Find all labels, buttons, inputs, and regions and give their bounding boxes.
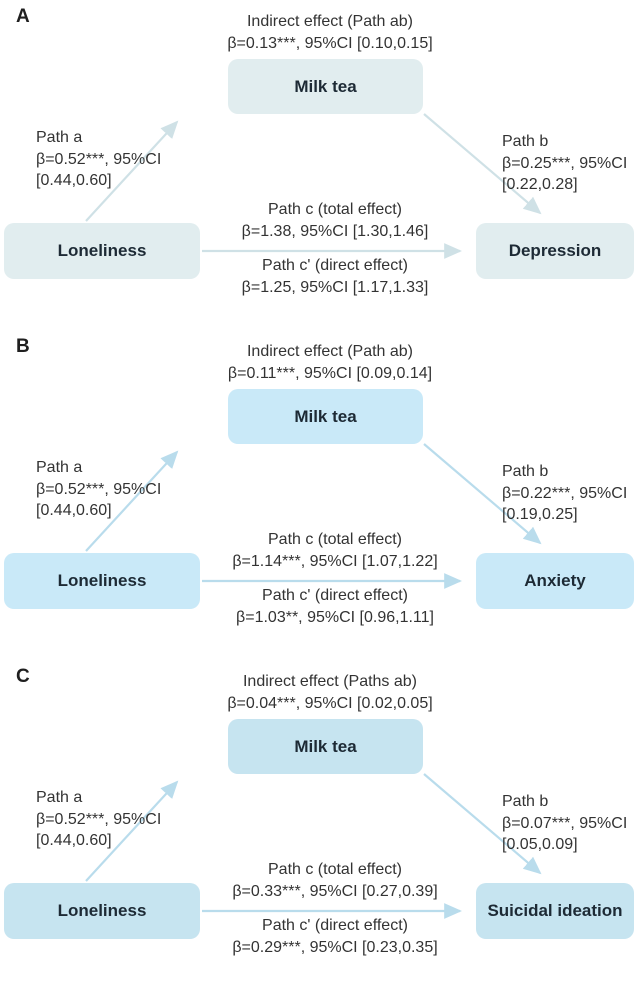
path-b-stat: β=0.22***, 95%CI: [502, 484, 628, 502]
path-b-annotation: Path b β=0.07***, 95%CI [0.05,0.09]: [502, 791, 627, 856]
mediation-panel-b: B Indirect effect (Path ab) β=0.11***, 9…: [0, 330, 640, 660]
path-a-name: Path a: [36, 459, 83, 476]
path-c-prime-title: Path c' (direct effect): [262, 917, 408, 934]
path-b-ci: [0.05,0.09]: [502, 836, 578, 853]
path-c-title: Path c (total effect): [268, 201, 402, 218]
path-b-stat: β=0.25***, 95%CI: [502, 154, 628, 172]
path-a-stat: β=0.52***, 95%CI: [36, 150, 162, 168]
path-b-name: Path b: [502, 793, 549, 810]
path-b-annotation: Path b β=0.22***, 95%CI [0.19,0.25]: [502, 461, 627, 526]
indirect-effect-stat: β=0.11***, 95%CI [0.09,0.14]: [227, 365, 433, 382]
path-c-stat: β=1.38, 95%CI [1.30,1.46]: [241, 223, 429, 240]
panel-letter: B: [16, 336, 31, 357]
predictor-box-loneliness: Loneliness: [4, 223, 200, 279]
outcome-box-depression: Depression: [476, 223, 634, 279]
mediator-box-milk-tea: Milk tea: [228, 59, 423, 114]
indirect-effect-caption: Indirect effect (Path ab) β=0.13***, 95%…: [20, 11, 640, 55]
path-c-title: Path c (total effect): [268, 861, 402, 878]
indirect-effect-title: Indirect effect (Path ab): [246, 13, 413, 30]
path-c-prime-title: Path c' (direct effect): [262, 587, 408, 604]
indirect-effect-stat: β=0.13***, 95%CI [0.10,0.15]: [227, 35, 433, 52]
path-a-ci: [0.44,0.60]: [36, 832, 112, 849]
path-b-name: Path b: [502, 463, 549, 480]
path-a-annotation: Path a β=0.52***, 95%CI [0.44,0.60]: [36, 457, 161, 522]
path-c-prime-title: Path c' (direct effect): [262, 257, 408, 274]
path-b-ci: [0.19,0.25]: [502, 506, 578, 523]
panel-letter: C: [16, 666, 31, 687]
indirect-effect-title: Indirect effect (Path ab): [246, 343, 413, 360]
path-c-stat: β=0.33***, 95%CI [0.27,0.39]: [232, 883, 438, 900]
predictor-box-loneliness: Loneliness: [4, 883, 200, 939]
mediation-panel-a: A Indirect effect (Path ab) β=0.13***, 9…: [0, 0, 640, 330]
predictor-box-loneliness: Loneliness: [4, 553, 200, 609]
path-a-ci: [0.44,0.60]: [36, 172, 112, 189]
outcome-box-suicidal-ideation: Suicidal ideation: [476, 883, 634, 939]
path-a-annotation: Path a β=0.52***, 95%CI [0.44,0.60]: [36, 127, 161, 192]
path-b-name: Path b: [502, 133, 549, 150]
indirect-effect-title: Indirect effect (Paths ab): [242, 673, 417, 690]
panel-letter: A: [16, 6, 31, 27]
mediator-box-milk-tea: Milk tea: [228, 719, 423, 774]
path-a-stat: β=0.52***, 95%CI: [36, 810, 162, 828]
indirect-effect-stat: β=0.04***, 95%CI [0.02,0.05]: [227, 695, 433, 712]
outcome-box-anxiety: Anxiety: [476, 553, 634, 609]
path-c-prime-stat: β=0.29***, 95%CI [0.23,0.35]: [232, 939, 438, 956]
path-a-stat: β=0.52***, 95%CI: [36, 480, 162, 498]
path-a-name: Path a: [36, 789, 83, 806]
path-b-stat: β=0.07***, 95%CI: [502, 814, 628, 832]
path-a-annotation: Path a β=0.52***, 95%CI [0.44,0.60]: [36, 787, 161, 852]
path-c-prime-stat: β=1.03**, 95%CI [0.96,1.11]: [236, 609, 434, 626]
indirect-effect-caption: Indirect effect (Path ab) β=0.11***, 95%…: [20, 341, 640, 385]
path-a-ci: [0.44,0.60]: [36, 502, 112, 519]
path-c-title: Path c (total effect): [268, 531, 402, 548]
indirect-effect-caption: Indirect effect (Paths ab) β=0.04***, 95…: [20, 671, 640, 715]
path-c-stat: β=1.14***, 95%CI [1.07,1.22]: [232, 553, 438, 570]
path-b-annotation: Path b β=0.25***, 95%CI [0.22,0.28]: [502, 131, 627, 196]
path-c-prime-stat: β=1.25, 95%CI [1.17,1.33]: [241, 279, 429, 296]
mediation-panel-c: C Indirect effect (Paths ab) β=0.04***, …: [0, 660, 640, 959]
path-a-name: Path a: [36, 129, 83, 146]
path-b-ci: [0.22,0.28]: [502, 176, 578, 193]
mediator-box-milk-tea: Milk tea: [228, 389, 423, 444]
